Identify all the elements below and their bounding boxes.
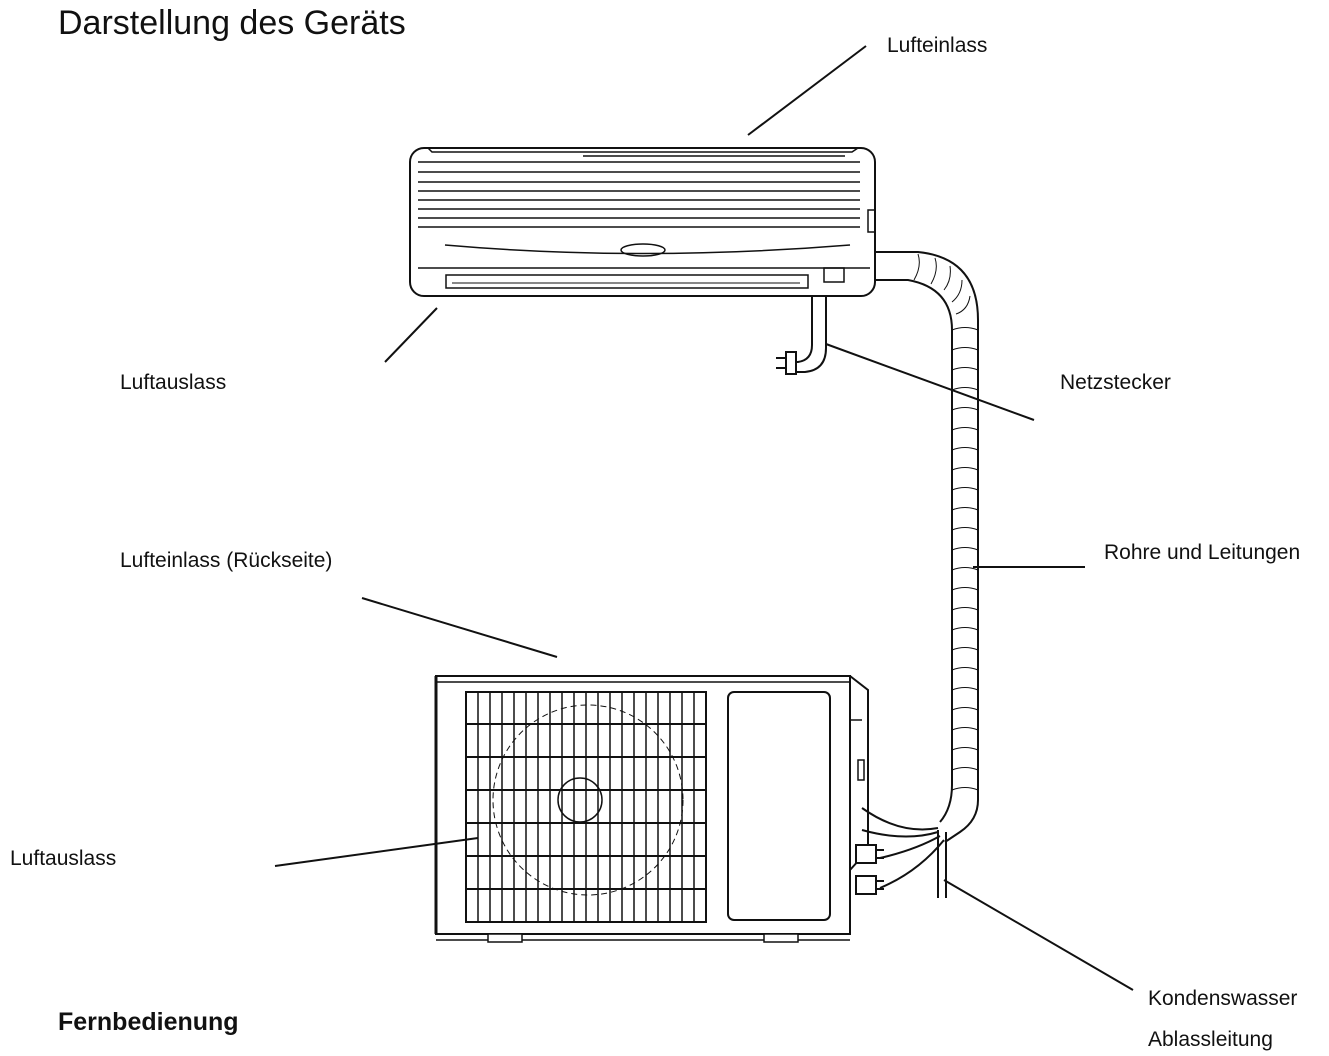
label-pipes-and-lines: Rohre und Leitungen xyxy=(1104,541,1301,564)
label-condensate-line-1: Kondenswasser xyxy=(1148,987,1298,1010)
label-outdoor-air-inlet-back: Lufteinlass (Rückseite) xyxy=(120,549,333,572)
indoor-unit xyxy=(409,147,876,297)
outdoor-unit xyxy=(434,675,884,943)
label-outdoor-air-outlet: Luftauslass xyxy=(10,847,117,870)
pipe-bundle xyxy=(861,251,979,898)
label-indoor-air-inlet: Lufteinlass xyxy=(887,34,988,57)
section-title-remote: Fernbedienung xyxy=(58,1008,239,1036)
label-condensate-line-2: Ablassleitung xyxy=(1148,1028,1273,1051)
label-power-plug: Netzstecker xyxy=(1060,371,1171,394)
label-indoor-air-outlet: Luftauslass xyxy=(120,371,227,394)
leader-lines xyxy=(274,45,1134,991)
power-cord xyxy=(776,296,827,375)
page-title: Darstellung des Geräts xyxy=(58,4,406,42)
